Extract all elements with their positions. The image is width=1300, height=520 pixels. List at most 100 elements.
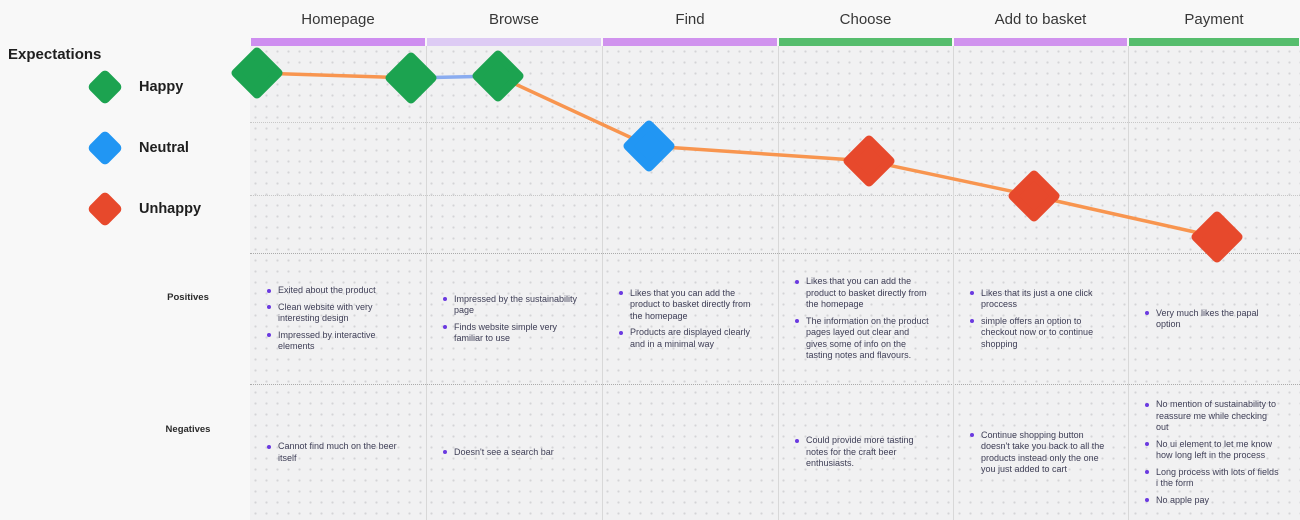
positive-note[interactable]: Clean website with very interesting desi… <box>267 302 420 325</box>
note-text: Impressed by interactive elements <box>278 329 376 352</box>
bullet-icon <box>1145 402 1149 407</box>
note-text: No mention of sustainability to reassure… <box>1156 399 1277 432</box>
note-text: simple offers an option to checkout now … <box>981 315 1094 349</box>
journey-point-payment-unhappy[interactable] <box>1191 211 1243 263</box>
positives-row-label: Positives <box>167 292 209 303</box>
note-text: Finds website simple very familiar to us… <box>454 321 558 344</box>
stage-header-choose[interactable]: Choose <box>839 11 892 28</box>
positive-note[interactable]: Finds website simple very familiar to us… <box>443 322 596 345</box>
negatives-row-label: Negatives <box>165 424 211 435</box>
note-text: Likes that you can add the product to ba… <box>806 276 927 310</box>
bullet-icon <box>970 291 974 296</box>
legend-item-unhappy[interactable]: Unhappy <box>86 190 201 228</box>
stage-bar-find[interactable] <box>603 38 777 46</box>
positive-note[interactable]: Products are displayed clearly and in a … <box>619 327 772 350</box>
stage-header-add-to-basket[interactable]: Add to basket <box>994 11 1087 28</box>
diamond-shape <box>86 68 124 106</box>
bullet-icon <box>443 325 447 329</box>
note-text: No apple pay <box>1156 494 1210 505</box>
negatives-cell-browse: Doesn't see a search bar <box>426 385 602 520</box>
bullet-icon <box>619 330 623 335</box>
negative-note[interactable]: Long process with lots of fields i the f… <box>1145 467 1294 490</box>
negative-note[interactable]: No apple pay <box>1145 495 1294 507</box>
note-text: Products are displayed clearly and in a … <box>630 327 751 349</box>
journey-point-browse-happy[interactable] <box>472 50 524 102</box>
note-text: No ui element to let me know how long le… <box>1156 438 1273 461</box>
journey-point-add-to-basket-unhappy[interactable] <box>1008 170 1060 222</box>
journey-line-segment <box>1032 194 1219 239</box>
journey-point-homepage-happy[interactable] <box>385 52 437 104</box>
bullet-icon <box>1145 498 1149 502</box>
negatives-cell-find <box>602 385 778 520</box>
legend-item-neutral[interactable]: Neutral <box>86 129 201 167</box>
negatives-cell-add-to-basket: Continue shopping button doesn't take yo… <box>953 385 1128 520</box>
positive-note[interactable]: Likes that you can add the product to ba… <box>619 288 772 323</box>
sentiment-gridline <box>250 122 1300 123</box>
negative-note[interactable]: Could provide more tasting notes for the… <box>795 435 947 470</box>
stage-header-browse[interactable]: Browse <box>488 11 540 28</box>
note-text: Cannot find much on the beer itself <box>278 441 397 463</box>
positives-cell-find: Likes that you can add the product to ba… <box>602 254 778 384</box>
stage-header-payment[interactable]: Payment <box>1184 11 1244 28</box>
sentiment-gridline <box>250 195 1300 196</box>
journey-point-homepage-happy[interactable] <box>231 47 283 99</box>
positive-note[interactable]: simple offers an option to checkout now … <box>970 316 1122 351</box>
journey-line-segment <box>496 74 651 148</box>
journey-point-choose-unhappy[interactable] <box>843 135 895 187</box>
journey-line-segment <box>255 71 413 80</box>
dot-grid-canvas <box>250 46 1300 520</box>
bullet-icon <box>443 450 447 455</box>
bullet-icon <box>1145 442 1149 446</box>
column-divider <box>1128 46 1129 520</box>
positive-note[interactable]: Very much likes the papal option <box>1145 308 1294 331</box>
bullet-icon <box>267 444 271 449</box>
positives-cell-payment: Very much likes the papal option <box>1128 254 1300 384</box>
note-text: Long process with lots of fields i the f… <box>1156 466 1279 489</box>
positive-note[interactable]: Impressed by interactive elements <box>267 330 420 353</box>
journey-point-find-neutral[interactable] <box>623 120 675 172</box>
bullet-icon <box>443 297 447 301</box>
stage-header-homepage[interactable]: Homepage <box>301 11 375 28</box>
legend-item-happy[interactable]: Happy <box>86 68 201 106</box>
stage-bar-browse[interactable] <box>427 38 601 46</box>
legend-label: Neutral <box>139 140 189 156</box>
row-separator <box>250 253 1300 254</box>
note-text: Likes that its just a one click proccess <box>981 287 1093 310</box>
negative-note[interactable]: No ui element to let me know how long le… <box>1145 439 1294 462</box>
journey-line-segment <box>647 144 871 163</box>
row-separator <box>250 384 1300 385</box>
positive-note[interactable]: Likes that you can add the product to ba… <box>795 276 947 311</box>
negative-note[interactable]: Cannot find much on the beer itself <box>267 441 420 464</box>
negative-note[interactable]: Continue shopping button doesn't take yo… <box>970 430 1122 476</box>
negative-note[interactable]: Doesn't see a search bar <box>443 447 596 459</box>
positive-note[interactable]: Likes that its just a one click proccess <box>970 288 1122 311</box>
legend-label: Happy <box>139 79 184 95</box>
bullet-icon <box>795 319 799 324</box>
diamond-shape <box>86 129 124 167</box>
note-text: Continue shopping button doesn't take yo… <box>981 429 1105 475</box>
negative-note[interactable]: No mention of sustainability to reassure… <box>1145 399 1294 434</box>
unhappy-diamond-icon <box>86 190 124 228</box>
neutral-diamond-icon <box>86 129 124 167</box>
bullet-icon <box>1145 311 1149 315</box>
stage-bar-choose[interactable] <box>779 38 952 46</box>
negatives-cell-choose: Could provide more tasting notes for the… <box>778 385 953 520</box>
positives-cell-choose: Likes that you can add the product to ba… <box>778 254 953 384</box>
positive-note[interactable]: Exited about the product <box>267 285 420 297</box>
positive-note[interactable]: The information on the product pages lay… <box>795 316 947 362</box>
positive-note[interactable]: Impressed by the sustainability page <box>443 294 596 317</box>
stage-bar-add-to-basket[interactable] <box>954 38 1127 46</box>
note-text: Doesn't see a search bar <box>454 446 554 457</box>
bullet-icon <box>267 288 271 293</box>
positives-cell-add-to-basket: Likes that its just a one click proccess… <box>953 254 1128 384</box>
stage-header-find[interactable]: Find <box>675 11 705 28</box>
bullet-icon <box>619 291 623 296</box>
column-divider <box>602 46 603 520</box>
stage-bar-homepage[interactable] <box>251 38 425 46</box>
happy-diamond-icon <box>86 68 124 106</box>
note-text: Exited about the product <box>278 285 376 296</box>
stage-bar-payment[interactable] <box>1129 38 1299 46</box>
